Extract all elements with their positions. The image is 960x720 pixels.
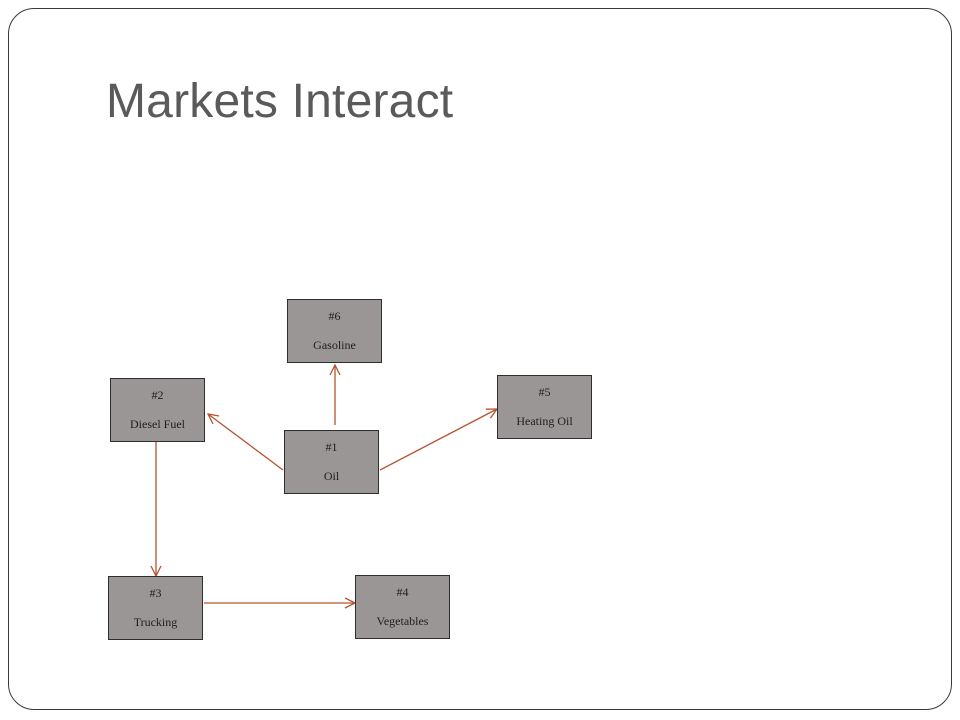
node-label: Heating Oil (516, 414, 573, 428)
node-number: #2 (151, 388, 164, 402)
node-label: Diesel Fuel (130, 417, 185, 431)
node-gasoline: #6 Gasoline (287, 299, 382, 363)
node-vegetables: #4 Vegetables (355, 575, 450, 639)
node-oil: #1 Oil (284, 430, 379, 494)
node-number: #6 (328, 309, 341, 323)
node-label: Vegetables (376, 614, 429, 628)
node-number: #4 (396, 585, 409, 599)
node-diesel-fuel: #2 Diesel Fuel (110, 378, 205, 442)
node-label: Trucking (133, 615, 178, 629)
node-number: #3 (149, 586, 162, 600)
node-heating-oil: #5 Heating Oil (497, 375, 592, 439)
node-number: #5 (538, 385, 551, 399)
slide-title: Markets Interact (106, 75, 454, 128)
node-label: Oil (323, 469, 340, 483)
node-trucking: #3 Trucking (108, 576, 203, 640)
node-label: Gasoline (313, 338, 356, 352)
node-number: #1 (325, 440, 338, 454)
